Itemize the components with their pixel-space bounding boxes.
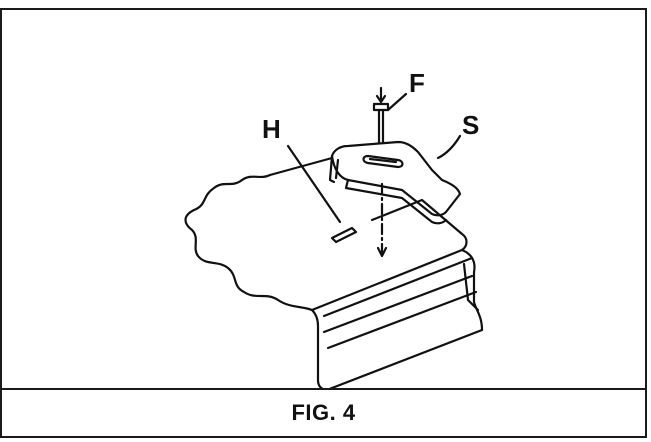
fastener-f-arrow <box>375 86 387 104</box>
base-plate-lip-fold-line <box>326 290 478 350</box>
caption-area: FIG. 4 <box>2 390 645 436</box>
callout-s-label: S <box>462 110 479 140</box>
fastener-f-shank <box>377 108 385 144</box>
base-plate-right-side <box>460 248 484 332</box>
illustration-area: H F S <box>2 10 645 390</box>
leader-line-f <box>386 92 408 112</box>
bracket-s-slot <box>362 154 404 169</box>
base-plate-lip-bottom <box>330 328 484 388</box>
bracket-mounting-diagram: H F S <box>184 68 484 388</box>
base-plate-lip-inner <box>322 256 474 318</box>
fastener-f-head <box>372 102 390 112</box>
bracket-s-top <box>330 140 462 217</box>
callout-f-label: F <box>409 68 425 98</box>
base-plate-right-step <box>462 262 480 312</box>
bracket-s-slot-inner <box>368 157 398 164</box>
figure-frame: H F S FIG. 4 <box>0 8 647 438</box>
bracket-s-front-edge <box>344 178 448 225</box>
leader-line-s <box>436 134 462 160</box>
base-plate-lip-fold-line-2 <box>322 274 474 334</box>
base-plate-top-surface <box>184 173 468 312</box>
bracket-s-left-leg-inner <box>334 158 340 180</box>
bracket-s-left-leg <box>328 154 336 184</box>
slot-h <box>330 226 358 244</box>
figure-caption: FIG. 4 <box>291 400 356 425</box>
leader-line-h <box>286 144 342 224</box>
callout-h-label: H <box>262 114 281 144</box>
alignment-arrow <box>376 246 388 258</box>
base-plate-front-lip <box>310 308 334 388</box>
